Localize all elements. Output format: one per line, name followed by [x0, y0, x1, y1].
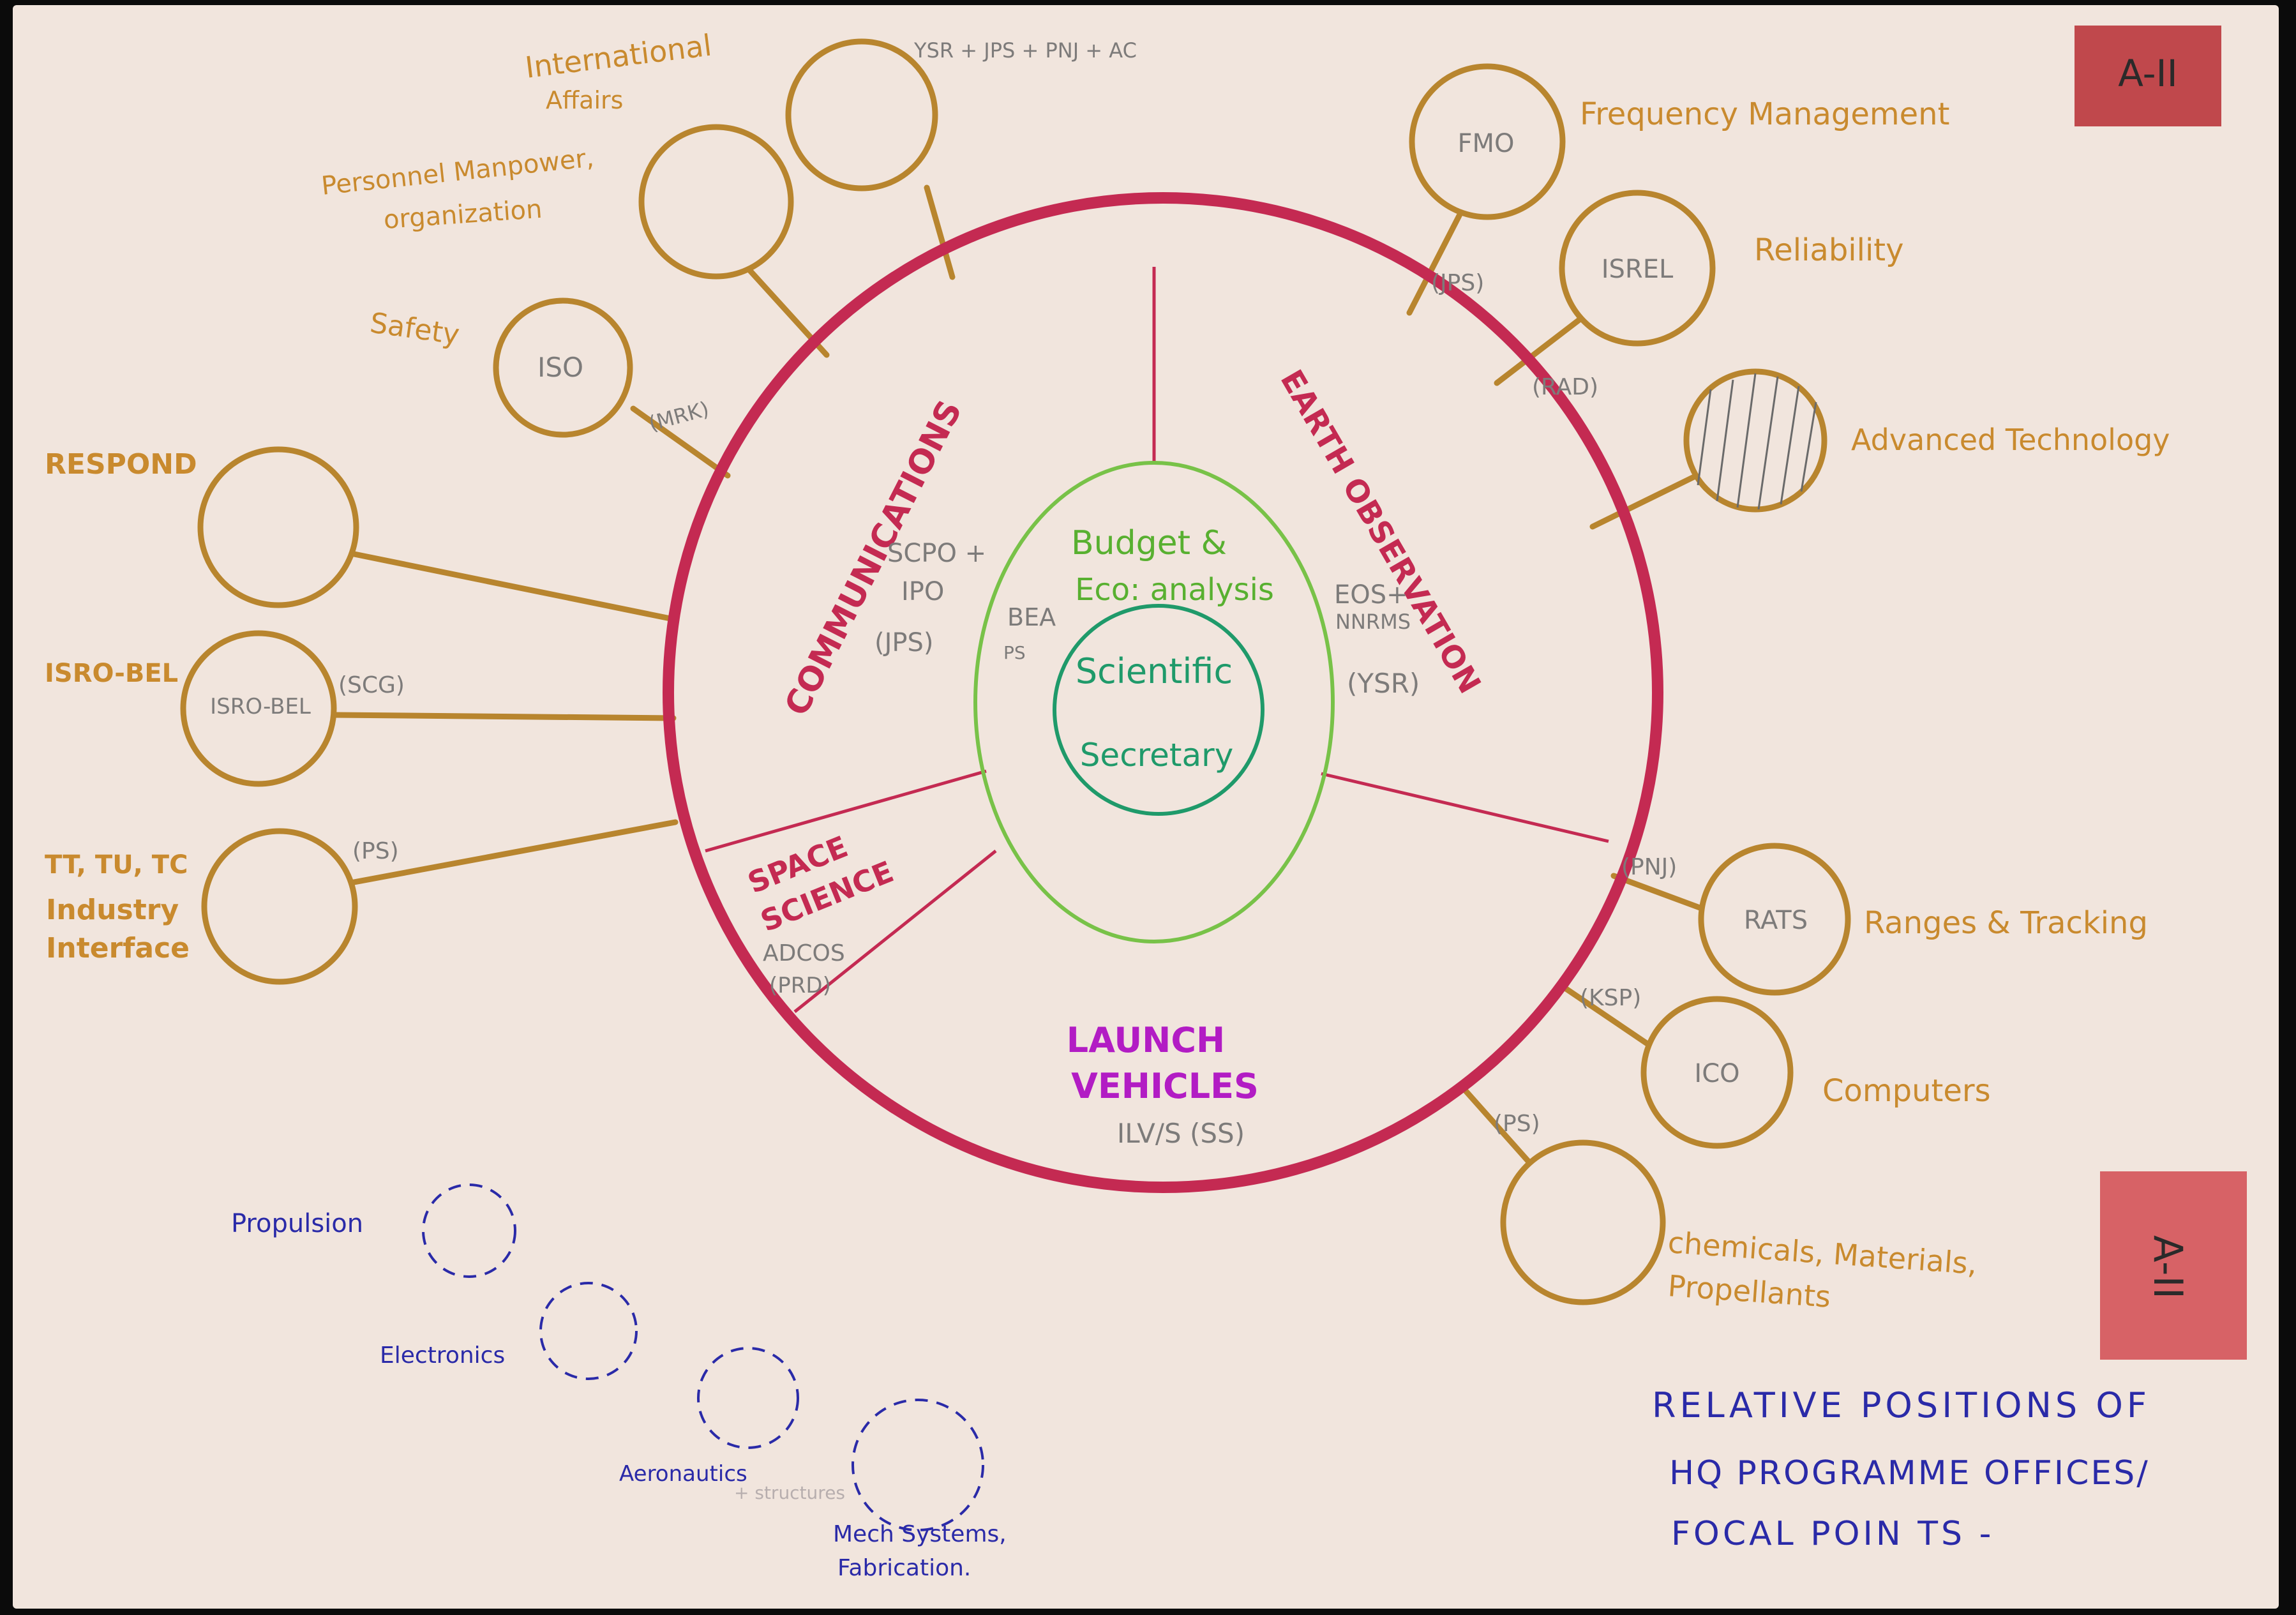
space-science-note-2: (PRD) [769, 973, 831, 998]
communications-note-1: SCPO + [887, 539, 986, 568]
budget-ring [973, 461, 1335, 943]
circle-computers [1640, 996, 1794, 1149]
dashed-circle-aeronautics [697, 1347, 799, 1449]
circle-international [785, 38, 938, 192]
budget-label-2: Eco: analysis [1075, 572, 1274, 608]
launch-vehicles-label-2: VEHICLES [1071, 1066, 1259, 1106]
frequency-label: Frequency Management [1580, 96, 1949, 132]
mech-label-2: Fabrication. [837, 1555, 971, 1581]
connector-respond [351, 551, 677, 622]
title-line-3: FOCAL POIN TS - [1671, 1515, 1994, 1553]
budget-side-1: BEA [1007, 603, 1056, 631]
reliability-code: ISREL [1602, 255, 1674, 284]
connector-advanced [1589, 472, 1700, 530]
connector-ranges [1610, 873, 1708, 913]
earth-observation-note-3: (YSR) [1347, 668, 1420, 699]
industry-label-2: Industry [46, 894, 179, 926]
computers-note: (KSP) [1580, 985, 1641, 1011]
chemicals-note: (PS) [1494, 1111, 1540, 1137]
circle-reliability [1559, 190, 1716, 347]
communications-note-3: (JPS) [874, 628, 934, 657]
title-line-1: RELATIVE POSITIONS OF [1652, 1385, 2150, 1425]
circle-advanced [1683, 368, 1827, 513]
secretary-ring [1053, 604, 1264, 816]
launch-vehicles-note: ILV/S (SS) [1117, 1118, 1245, 1149]
propulsion-label: Propulsion [231, 1209, 363, 1238]
frequency-code: FMO [1457, 129, 1514, 158]
aeronautics-extra: + structures [734, 1482, 845, 1503]
title-line-2: HQ PROGRAMME OFFICES/ [1669, 1454, 2150, 1492]
secretary-label-2: Secretary [1080, 737, 1234, 774]
connector-reliability [1494, 315, 1585, 386]
circle-frequency [1409, 63, 1566, 220]
communications-note-2: IPO [901, 577, 944, 606]
international-label-2: Affairs [546, 86, 623, 114]
dashed-circle-mech [852, 1399, 984, 1531]
paper-sheet [13, 5, 2279, 1609]
circle-isro-bel [180, 630, 337, 787]
tag-top-right [2075, 26, 2221, 126]
respond-label: RESPOND [45, 448, 197, 481]
divider-left-lower [793, 850, 997, 1013]
outer-programme-ring [663, 192, 1663, 1193]
circle-personnel [638, 124, 794, 280]
advanced-hatching [1697, 373, 1817, 510]
aeronautics-label: Aeronautics [619, 1461, 747, 1487]
ranges-code: RATS [1744, 906, 1808, 935]
connector-industry [289, 819, 679, 897]
industry-label-1: TT, TU, TC [45, 850, 188, 880]
advanced-label: Advanced Technology [1851, 423, 2170, 457]
isro-bel-note: (SCG) [338, 672, 405, 698]
ranges-note: (PNJ) [1621, 854, 1677, 880]
earth-observation-note-1: EOS+ [1334, 580, 1408, 610]
frequency-note: (JPS) [1431, 270, 1484, 296]
connector-computers [1562, 985, 1653, 1049]
reliability-note: (RAD) [1532, 374, 1598, 400]
connector-isro-bel [331, 712, 677, 721]
circle-safety [493, 297, 633, 438]
dashed-circle-electronics [539, 1282, 638, 1380]
isro-bel-label: ISRO-BEL [45, 659, 178, 688]
tag-side-right-label: A-II [2145, 1235, 2191, 1299]
connector-frequency [1406, 210, 1464, 316]
dashed-circle-propulsion [422, 1183, 516, 1278]
divider-right [1321, 772, 1609, 843]
connector-international [924, 184, 956, 280]
secretary-label-1: Scientific [1076, 651, 1233, 691]
industry-label-3: Interface [46, 932, 190, 965]
connector-safety [630, 405, 731, 479]
ranges-label: Ranges & Tracking [1864, 905, 2148, 941]
isro-bel-code: ISRO-BEL [210, 694, 311, 719]
international-note: YSR + JPS + PNJ + AC [913, 38, 1137, 63]
circle-chemicals [1500, 1139, 1666, 1305]
reliability-label: Reliability [1754, 232, 1904, 268]
circle-industry [201, 828, 358, 985]
space-science-note-1: ADCOS [763, 940, 845, 966]
circle-respond [197, 446, 359, 608]
budget-label-1: Budget & [1071, 524, 1227, 562]
electronics-label: Electronics [380, 1342, 505, 1369]
mech-label-1: Mech Systems, [833, 1521, 1007, 1547]
tag-side-right [2100, 1171, 2247, 1360]
connector-chemicals [1459, 1083, 1532, 1165]
earth-observation-note-2: NNRMS [1335, 610, 1411, 634]
budget-side-2: PS [1003, 642, 1026, 663]
computers-label: Computers [1822, 1073, 1991, 1109]
industry-note: (PS) [352, 838, 399, 864]
circle-ranges [1698, 843, 1851, 996]
computers-code: ICO [1694, 1059, 1739, 1088]
launch-vehicles-label-1: LAUNCH [1067, 1020, 1225, 1060]
divider-left-upper [705, 769, 987, 853]
tag-top-right-label: A-II [2118, 52, 2178, 95]
safety-code: ISO [537, 352, 583, 383]
